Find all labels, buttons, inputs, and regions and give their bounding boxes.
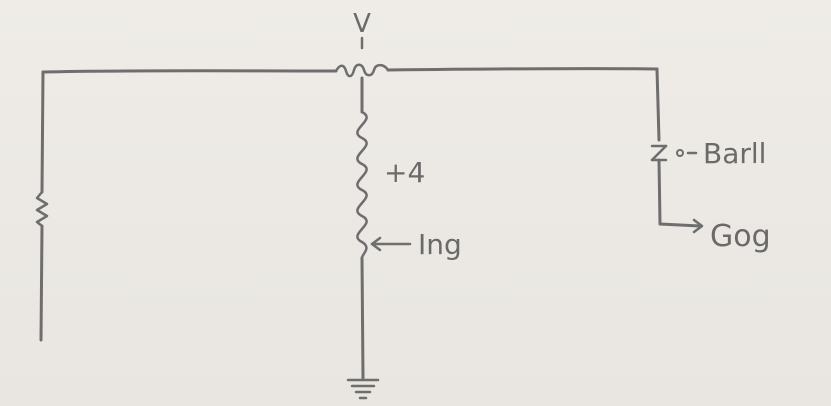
arrow-right-icon <box>692 218 704 234</box>
label-right-upper: Barll <box>703 137 766 170</box>
ground-icon <box>346 378 380 400</box>
left-resistor-icon <box>35 190 49 228</box>
left-wire-bottom <box>39 224 44 342</box>
top-rail-left <box>41 69 338 74</box>
left-wire-top <box>40 70 45 194</box>
top-rail-right <box>386 67 659 72</box>
label-top-node: V <box>353 9 371 39</box>
pointer-dash-icon <box>676 149 698 157</box>
label-right-lower: Gog <box>710 219 771 254</box>
label-middle-upper: +4 <box>384 156 425 189</box>
capacitor-icon <box>650 144 668 162</box>
top-junction-icon <box>334 63 390 78</box>
label-middle-lower: Ing <box>418 228 462 261</box>
right-wire-top <box>655 67 661 142</box>
arrow-left-icon <box>370 236 412 252</box>
middle-resistor-icon <box>356 110 368 260</box>
middle-wire-bottom <box>360 256 365 380</box>
right-wire-bottom <box>657 158 702 228</box>
